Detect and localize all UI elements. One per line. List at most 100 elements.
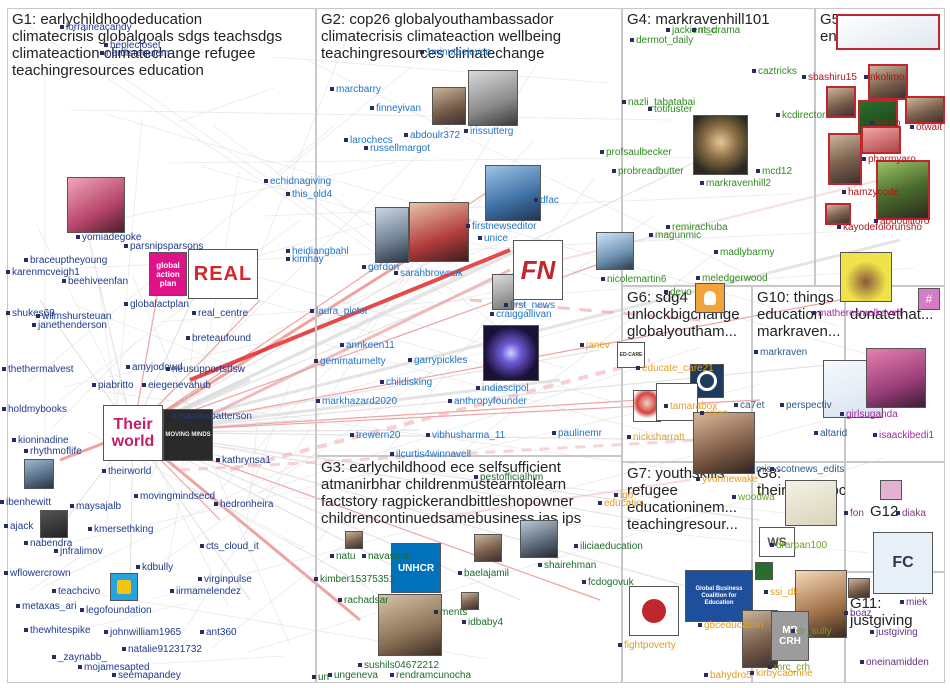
profile-image-abdoulr372[interactable] [432, 87, 466, 125]
vertex-label[interactable]: metaxas_ari [22, 601, 76, 612]
vertex-node[interactable] [692, 28, 696, 32]
vertex-node[interactable] [122, 647, 126, 651]
vertex-node[interactable] [490, 312, 494, 316]
vertex-label[interactable]: shairehman [544, 560, 596, 571]
vertex-label[interactable]: childisking [386, 377, 432, 388]
vertex-node[interactable] [142, 383, 146, 387]
vertex-node[interactable] [700, 181, 704, 185]
vertex-label[interactable]: fightpoverty [624, 640, 676, 651]
vertex-label[interactable]: yvonnewake_ [702, 474, 763, 485]
vertex-label[interactable]: kathrynsa1 [222, 455, 271, 466]
vertex-label[interactable]: rachadsar [344, 595, 388, 606]
vertex-label[interactable]: ca7et [740, 400, 764, 411]
vertex-node[interactable] [126, 365, 130, 369]
vertex-label[interactable]: magunmic [655, 230, 701, 241]
vertex-label[interactable]: beehiveenfan [68, 276, 128, 287]
vertex-label[interactable]: ungeneva [334, 670, 378, 681]
vertex-label[interactable]: finneyivan [376, 103, 421, 114]
vertex-node[interactable] [52, 655, 56, 659]
vertex-node[interactable] [580, 343, 584, 347]
vertex-node[interactable] [344, 138, 348, 142]
profile-image-irissutterg[interactable] [468, 70, 518, 126]
vertex-node[interactable] [310, 309, 314, 313]
vertex-node[interactable] [314, 577, 318, 581]
vertex-node[interactable] [362, 554, 366, 558]
vertex-label[interactable]: rhythmoflife [30, 446, 82, 457]
profile-image-endlearningpoverty[interactable] [836, 14, 940, 50]
vertex-label[interactable]: sbashiru15 [808, 72, 857, 83]
vertex-label[interactable]: ilcurtis4winnavell [396, 449, 471, 460]
vertex-node[interactable] [900, 600, 904, 604]
vertex-node[interactable] [752, 69, 756, 73]
vertex-label[interactable]: kimhay [292, 254, 324, 265]
vertex-node[interactable] [601, 277, 605, 281]
vertex-node[interactable] [732, 495, 736, 499]
logo-legofoundation[interactable] [110, 573, 138, 601]
vertex-label[interactable]: indiascipol [482, 383, 529, 394]
vertex-node[interactable] [764, 590, 768, 594]
profile-image-sarahbrownuk[interactable] [409, 202, 469, 262]
vertex-label[interactable]: paulinemr [558, 428, 602, 439]
vertex-label[interactable]: ments [440, 607, 467, 618]
vertex-node[interactable] [330, 87, 334, 91]
vertex-label[interactable]: unice [484, 233, 508, 244]
vertex-node[interactable] [770, 543, 774, 547]
vertex-node[interactable] [698, 623, 702, 627]
vertex-label[interactable]: dermot_daily [636, 35, 693, 46]
vertex-label[interactable]: igo [620, 490, 633, 501]
vertex-node[interactable] [649, 233, 653, 237]
vertex-label[interactable]: caztricks [758, 66, 797, 77]
vertex-label[interactable]: un [318, 672, 329, 683]
vertex-node[interactable] [380, 380, 384, 384]
vertex-label[interactable]: russellmargot [370, 143, 430, 154]
vertex-node[interactable] [192, 311, 196, 315]
vertex-node[interactable] [814, 431, 818, 435]
vertex-label[interactable]: navasara [368, 551, 409, 562]
profile-image-sbashiru15[interactable] [826, 86, 856, 118]
vertex-label[interactable]: virginpulse [204, 574, 252, 585]
vertex-node[interactable] [474, 475, 478, 479]
vertex-node[interactable] [420, 50, 424, 54]
vertex-label[interactable]: annkeen11 [346, 340, 395, 351]
vertex-label[interactable]: kimber15375351 [320, 574, 395, 585]
profile-image-unlockbigchange[interactable] [695, 283, 725, 313]
vertex-label[interactable]: teachcivo [58, 586, 100, 597]
vertex-node[interactable] [664, 290, 668, 294]
vertex-node[interactable] [636, 366, 640, 370]
vertex-node[interactable] [4, 524, 8, 528]
vertex-node[interactable] [870, 630, 874, 634]
vertex-label[interactable]: mcd12 [762, 166, 792, 177]
vertex-node[interactable] [390, 452, 394, 456]
vertex-node[interactable] [776, 113, 780, 117]
vertex-node[interactable] [286, 192, 290, 196]
vertex-label[interactable]: echidnagiving [270, 176, 331, 187]
vertex-label[interactable]: miek [906, 597, 927, 608]
vertex-label[interactable]: mrc_crh [774, 662, 810, 673]
vertex-node[interactable] [312, 675, 316, 679]
vertex-label[interactable]: gemmatumelty [320, 356, 386, 367]
vertex-node[interactable] [186, 336, 190, 340]
vertex-label[interactable]: piabritto [98, 380, 134, 391]
vertex-label[interactable]: kcdirector [782, 110, 825, 121]
vertex-node[interactable] [60, 25, 64, 29]
vertex-node[interactable] [200, 544, 204, 548]
vertex-label[interactable]: natu [336, 551, 355, 562]
vertex-label[interactable]: holdmybooks [8, 404, 67, 415]
vertex-node[interactable] [404, 133, 408, 137]
vertex-node[interactable] [80, 608, 84, 612]
vertex-node[interactable] [70, 504, 74, 508]
vertex-label[interactable]: maysajalb [76, 501, 121, 512]
vertex-node[interactable] [860, 660, 864, 664]
vertex-label[interactable]: maxinepatterson [178, 411, 252, 422]
vertex-node[interactable] [734, 403, 738, 407]
vertex-label[interactable]: fcdogovuk [588, 577, 634, 588]
vertex-label[interactable]: rdian [706, 408, 728, 419]
vertex-node[interactable] [4, 571, 8, 575]
vertex-label[interactable]: hedronheira [220, 499, 273, 510]
vertex-node[interactable] [538, 563, 542, 567]
vertex-label[interactable]: totifuster [654, 104, 692, 115]
vertex-node[interactable] [476, 386, 480, 390]
vertex-node[interactable] [316, 399, 320, 403]
vertex-node[interactable] [666, 225, 670, 229]
vertex-node[interactable] [62, 279, 66, 283]
